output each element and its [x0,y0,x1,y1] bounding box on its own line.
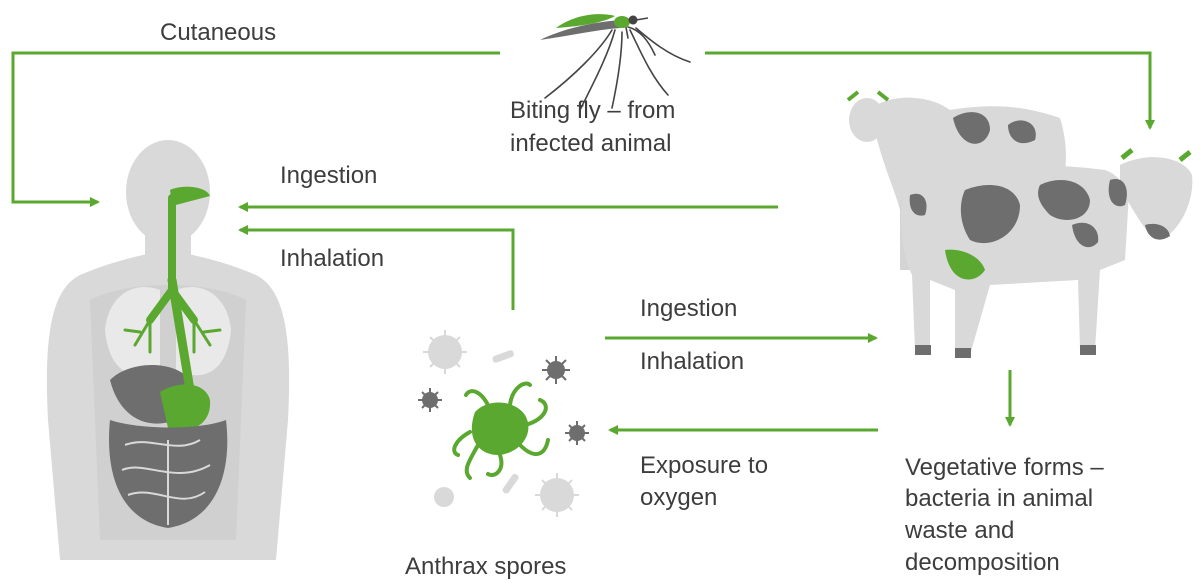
label-anthrax-spores: Anthrax spores [405,551,566,582]
spore-small-light [434,487,454,507]
label-vegetative-line4: decomposition [905,547,1060,578]
label-vegetative-line3: waste and [905,515,1014,546]
label-vegetative-line1: Vegetative forms – [905,452,1104,483]
label-cutaneous: Cutaneous [160,17,276,48]
label-exposure-line1: Exposure to [640,450,768,481]
label-inhalation-animal: Inhalation [640,346,744,377]
rod-bacterium-1 [492,349,515,363]
label-exposure-line2: oxygen [640,482,717,513]
spore-dark-1 [542,356,570,384]
cows-illustration [848,92,1192,358]
label-biting-fly-line2: infected animal [510,128,671,159]
label-biting-fly-line1: Biting fly – from [510,95,675,126]
spore-dark-2 [418,388,442,412]
rod-bacterium-2 [501,473,519,495]
label-ingestion-human: Ingestion [280,160,377,191]
anthrax-spores-illustration [418,330,589,517]
label-vegetative-line2: bacteria in animal [905,483,1093,514]
spore-large-light-1 [423,330,467,374]
cutaneous-arrow [13,53,500,202]
spore-dark-3 [565,421,589,445]
label-inhalation-human: Inhalation [280,243,384,274]
spore-large-light-2 [535,473,579,517]
label-ingestion-animal: Ingestion [640,293,737,324]
